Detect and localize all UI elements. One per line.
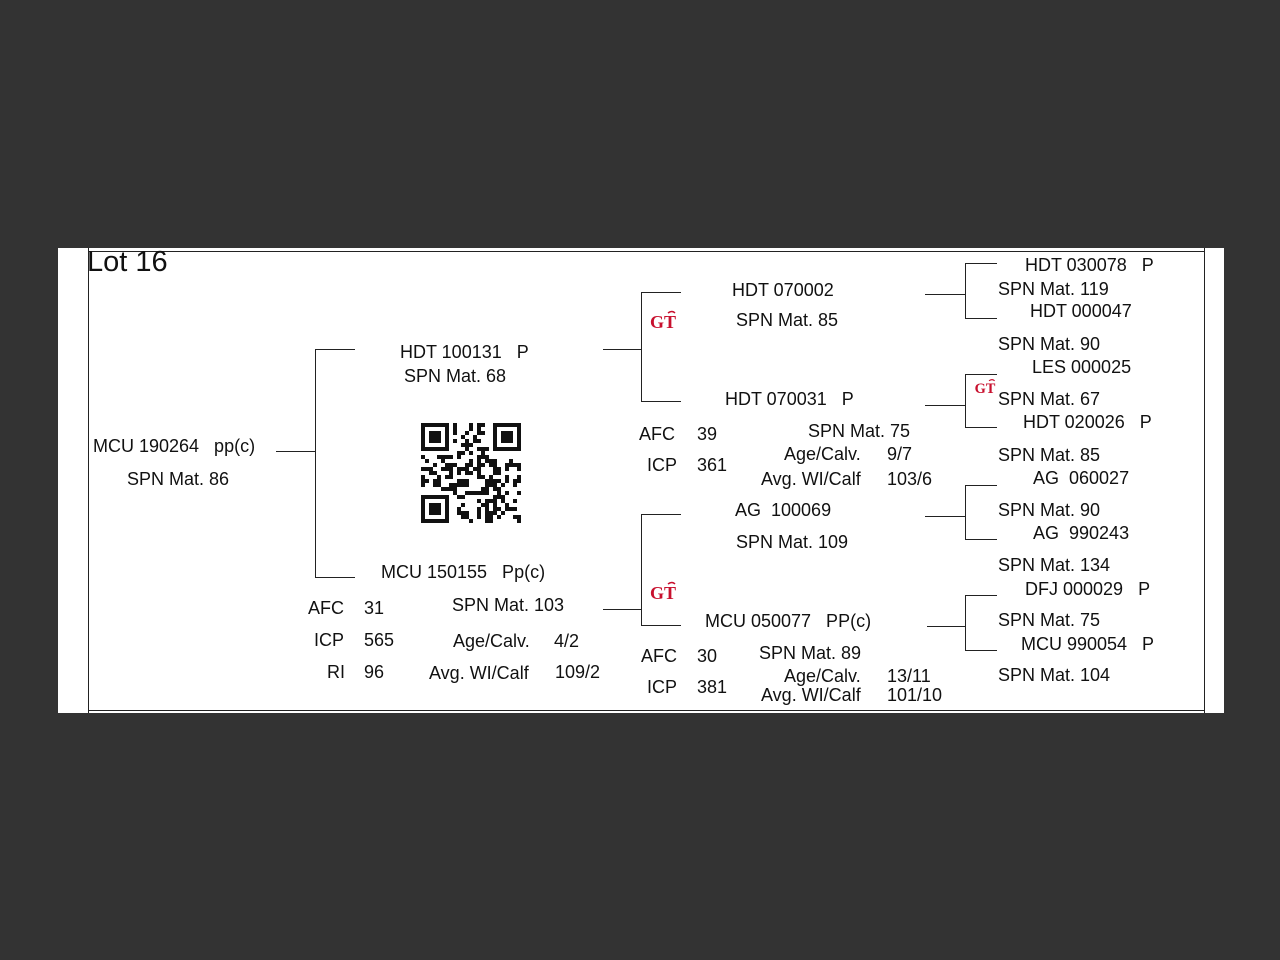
- dam-avg-wi: 109/2: [555, 662, 601, 682]
- connector-line: [965, 595, 966, 651]
- dam-ri: 96: [364, 662, 385, 682]
- dd-spn: SPN Mat. 89: [759, 643, 862, 663]
- dam-icp-label: ICP: [314, 630, 345, 650]
- gen3-spn: SPN Mat. 90: [998, 334, 1101, 354]
- dam-afc-label: AFC: [308, 598, 344, 618]
- sd-afc-label: AFC: [639, 424, 675, 444]
- connector-line: [965, 263, 966, 319]
- gt-logo-icon: GT: [648, 307, 678, 337]
- connector-line: [965, 374, 966, 428]
- dd-age-calv-label: Age/Calv.: [784, 666, 861, 686]
- lot-title: Lot 16: [87, 246, 168, 278]
- connector-line: [965, 539, 997, 540]
- gen3-id: HDT 020026 P: [1023, 412, 1152, 432]
- gt-logo-icon: GT: [648, 578, 678, 608]
- frame-bottom-line: [88, 710, 1205, 711]
- ss-spn: SPN Mat. 85: [736, 310, 839, 330]
- connector-line: [965, 427, 997, 428]
- connector-line: [965, 485, 966, 540]
- connector-line: [965, 485, 997, 486]
- connector-line: [315, 349, 355, 350]
- frame-right-line: [1204, 248, 1205, 713]
- gen3-id: HDT 030078 P: [1025, 255, 1154, 275]
- ds-spn: SPN Mat. 109: [736, 532, 849, 552]
- sd-age-calv: 9/7: [887, 444, 913, 464]
- connector-line: [315, 577, 355, 578]
- sd-id: HDT 070031 P: [725, 389, 854, 409]
- sd-afc: 39: [697, 424, 718, 444]
- connector-line: [603, 609, 642, 610]
- gen3-spn: SPN Mat. 134: [998, 555, 1111, 575]
- dd-avg-wi: 101/10: [887, 685, 943, 705]
- connector-line: [927, 626, 966, 627]
- connector-line: [925, 516, 966, 517]
- connector-line: [641, 292, 642, 402]
- connector-line: [965, 318, 997, 319]
- connector-line: [925, 294, 966, 295]
- ss-id: HDT 070002: [732, 280, 834, 300]
- sd-avg-wi: 103/6: [887, 469, 933, 489]
- sd-avg-wi-label: Avg. WI/Calf: [761, 469, 861, 489]
- subject-spn: SPN Mat. 86: [127, 469, 230, 489]
- frame-left-line: [88, 248, 89, 713]
- dam-ri-label: RI: [327, 662, 345, 682]
- dam-afc: 31: [364, 598, 385, 618]
- dd-icp: 381: [697, 677, 728, 697]
- connector-line: [965, 595, 997, 596]
- dam-age-calv-label: Age/Calv.: [453, 631, 530, 651]
- pedigree-page: Lot 16 MCU 190264 pp(c) SPN Mat. 86 HDT …: [58, 248, 1224, 713]
- gen3-id: AG 990243: [1033, 523, 1130, 543]
- subject-id: MCU 190264 pp(c): [93, 436, 256, 456]
- sd-age-calv-label: Age/Calv.: [784, 444, 861, 464]
- connector-line: [641, 514, 642, 626]
- gen3-spn: SPN Mat. 85: [998, 445, 1101, 465]
- gen3-id: MCU 990054 P: [1021, 634, 1155, 654]
- connector-line: [641, 292, 681, 293]
- dam-id: MCU 150155 Pp(c): [381, 562, 546, 582]
- gen3-spn: SPN Mat. 90: [998, 500, 1101, 520]
- dd-avg-wi-label: Avg. WI/Calf: [761, 685, 861, 705]
- svg-text:GT: GT: [650, 583, 676, 603]
- connector-line: [641, 401, 681, 402]
- connector-line: [641, 625, 681, 626]
- gen3-spn: SPN Mat. 104: [998, 665, 1111, 685]
- svg-text:GT: GT: [650, 312, 676, 332]
- dd-icp-label: ICP: [647, 677, 678, 697]
- gen3-spn: SPN Mat. 67: [998, 389, 1101, 409]
- dam-icp: 565: [364, 630, 395, 650]
- dd-afc-label: AFC: [641, 646, 677, 666]
- sd-icp-label: ICP: [647, 455, 678, 475]
- dd-afc: 30: [697, 646, 718, 666]
- sire-id: HDT 100131 P: [400, 342, 529, 362]
- gen3-spn: SPN Mat. 119: [998, 279, 1109, 299]
- sd-icp: 361: [697, 455, 728, 475]
- sd-spn: SPN Mat. 75: [808, 421, 911, 441]
- connector-line: [965, 263, 997, 264]
- svg-text:GT: GT: [975, 381, 996, 397]
- gen3-id: DFJ 000029 P: [1025, 579, 1151, 599]
- dam-spn: SPN Mat. 103: [452, 595, 565, 615]
- gen3-id: AG 060027: [1033, 468, 1130, 488]
- connector-line: [276, 451, 316, 452]
- dam-age-calv: 4/2: [554, 631, 580, 651]
- ds-id: AG 100069: [735, 500, 832, 520]
- dd-id: MCU 050077 PP(c): [705, 611, 872, 631]
- connector-line: [965, 650, 997, 651]
- dd-age-calv: 13/11: [887, 666, 931, 686]
- connector-line: [603, 349, 642, 350]
- gen3-spn: SPN Mat. 75: [998, 610, 1101, 630]
- frame-top-line: [88, 251, 1205, 252]
- connector-line: [641, 514, 681, 515]
- gen3-id: LES 000025: [1032, 357, 1132, 377]
- gt-logo-icon: GT: [973, 376, 997, 400]
- connector-line: [965, 374, 997, 375]
- sire-spn: SPN Mat. 68: [404, 366, 507, 386]
- gen3-id: HDT 000047: [1030, 301, 1132, 321]
- connector-line: [925, 405, 966, 406]
- qr-code-icon: [421, 423, 521, 523]
- connector-line: [315, 349, 316, 578]
- dam-avg-wi-label: Avg. WI/Calf: [429, 663, 529, 683]
